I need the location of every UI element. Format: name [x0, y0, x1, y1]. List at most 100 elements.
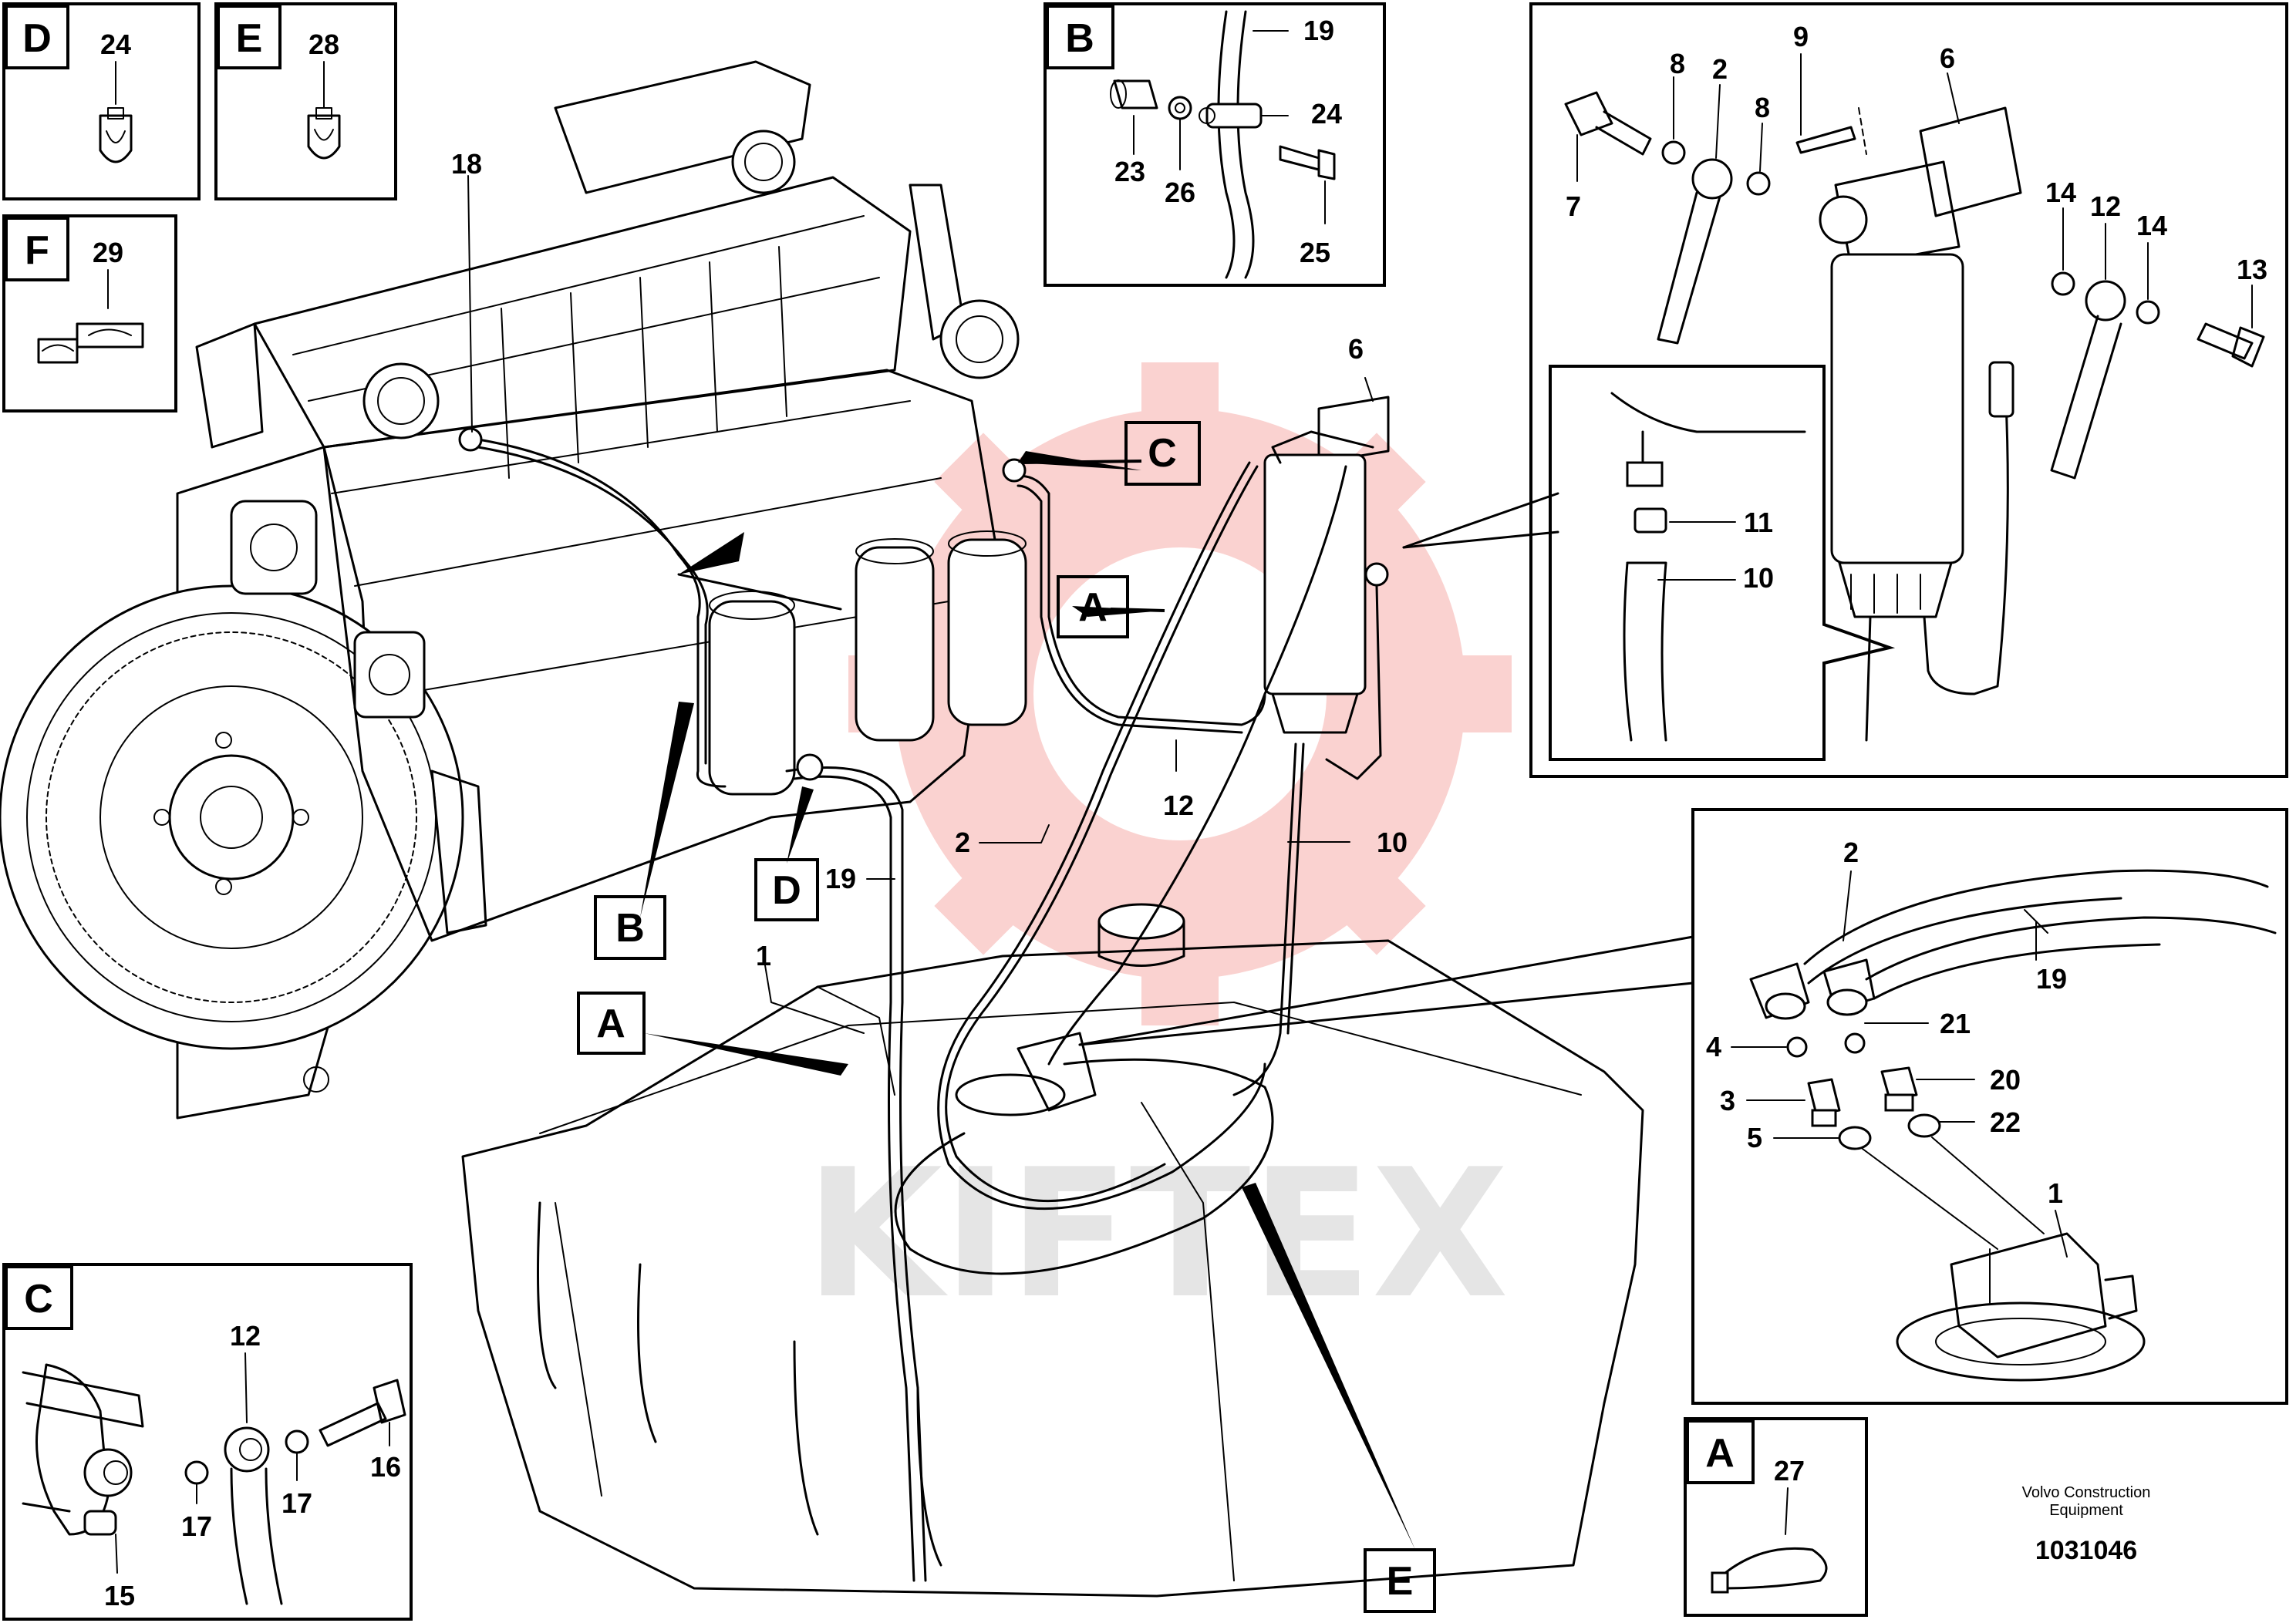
svg-text:17: 17: [282, 1487, 312, 1519]
svg-text:A: A: [1078, 585, 1108, 630]
arrow-D: [787, 786, 814, 864]
svg-text:E: E: [1387, 1559, 1414, 1604]
part-number-2: 2: [955, 827, 970, 858]
callout-D: D: [754, 858, 819, 921]
banjo-bolt-icon: [2197, 322, 2265, 368]
svg-text:26: 26: [1165, 177, 1195, 208]
callout-A-filter: A: [1057, 575, 1129, 638]
watermark-text: KIFTEX: [805, 1132, 1509, 1338]
fuel-filter-icon: [1819, 160, 2014, 742]
adapter-fitting-icon: [1880, 1066, 1918, 1112]
washer-icon: [285, 1429, 309, 1454]
cable-tie-icon: [1711, 1547, 1828, 1594]
banjo-fitting-icon: [1657, 158, 1733, 345]
svg-text:9: 9: [1793, 21, 1809, 52]
flywheel: [0, 446, 464, 1120]
hose-nut-icon: [1822, 958, 1876, 1016]
callout-C: C: [1124, 421, 1201, 486]
sub-inset-drain: 11 10: [1549, 365, 1896, 761]
arrow-B: [640, 702, 694, 918]
washer-icon: [1168, 96, 1192, 120]
svg-text:3: 3: [1720, 1085, 1735, 1116]
seal-ring-icon: [1907, 1113, 1941, 1138]
part-number-19: 19: [825, 863, 856, 894]
arrow-E: [1242, 1183, 1415, 1550]
svg-text:D: D: [22, 16, 52, 61]
filter-bracket-icon: [1919, 106, 2022, 217]
inset-A: A 27: [1684, 1417, 1868, 1617]
bolt-icon: [1279, 145, 1336, 180]
svg-text:21: 21: [1940, 1008, 1971, 1039]
washer-icon: [1746, 171, 1771, 196]
svg-text:1: 1: [2048, 1177, 2063, 1209]
clamp-icon: [99, 107, 133, 163]
hose-runs: [458, 427, 1347, 1582]
svg-text:D: D: [772, 868, 801, 913]
svg-text:27: 27: [1774, 1455, 1805, 1487]
engine-filters: [708, 530, 1027, 796]
inset-D: D 24: [2, 2, 201, 200]
clip-icon: [1199, 103, 1263, 129]
svg-text:2: 2: [1843, 837, 1859, 868]
part-number-12: 12: [1163, 790, 1194, 821]
svg-text:12: 12: [2090, 190, 2121, 222]
main-callout-numbers: 18 6 12 2 19 10 1: [451, 148, 1408, 971]
svg-text:19: 19: [1303, 15, 1334, 46]
arrow-A-to-engine: [679, 532, 744, 574]
banjo-fitting-icon: [224, 1426, 283, 1605]
inset-filter-exploded: 7 8 2 8 9 6: [1529, 2, 2288, 778]
svg-text:C: C: [1148, 431, 1177, 476]
svg-text:8: 8: [1755, 92, 1770, 123]
washer-icon: [2051, 271, 2075, 296]
svg-text:28: 28: [308, 29, 339, 60]
banjo-bolt-icon: [319, 1379, 406, 1447]
figure-caption: Volvo Construction Equipment 1031046: [2022, 1484, 2151, 1565]
svg-text:19: 19: [2036, 963, 2067, 995]
banjo-fitting-icon: [2050, 280, 2126, 480]
svg-text:23: 23: [1114, 156, 1145, 187]
svg-text:10: 10: [1743, 562, 1774, 594]
part-number-18: 18: [451, 148, 482, 180]
svg-text:14: 14: [2045, 177, 2076, 208]
callout-A-tank: A: [577, 992, 646, 1055]
inset-B: B 19 24 23 26 25: [1043, 2, 1386, 287]
svg-text:20: 20: [1990, 1064, 2021, 1096]
engine-illustration: [0, 60, 1027, 1120]
svg-text:24: 24: [1311, 98, 1342, 130]
o-ring-icon: [1786, 1036, 1808, 1058]
svg-text:17: 17: [181, 1510, 212, 1542]
caption-line-1: Volvo Construction: [2022, 1484, 2151, 1501]
main-leader-arrows: [467, 175, 1694, 1550]
part-number-1: 1: [756, 940, 771, 971]
svg-text:7: 7: [1566, 190, 1581, 222]
washer-icon: [184, 1460, 209, 1485]
svg-text:15: 15: [104, 1580, 135, 1611]
spacer-icon: [1110, 79, 1158, 109]
engine-block: [195, 60, 1020, 942]
svg-text:11: 11: [1744, 507, 1773, 538]
svg-text:29: 29: [93, 237, 123, 268]
caption-line-2: Equipment: [2049, 1502, 2123, 1519]
svg-text:14: 14: [2136, 210, 2167, 241]
svg-text:F: F: [25, 228, 49, 273]
banjo-bolt-icon: [1564, 91, 1652, 156]
pump-housing-icon: [22, 1363, 144, 1536]
clamp-icon: [307, 107, 341, 160]
svg-text:25: 25: [1300, 237, 1330, 268]
svg-text:B: B: [615, 906, 645, 951]
svg-text:12: 12: [230, 1320, 261, 1352]
seal-ring-icon: [1838, 1126, 1872, 1150]
svg-text:13: 13: [2237, 254, 2267, 285]
callout-B: B: [594, 895, 666, 960]
svg-text:4: 4: [1706, 1031, 1721, 1062]
washer-icon: [1661, 140, 1686, 165]
double-clamp-icon: [37, 322, 144, 364]
tank-unit-icon: [1896, 1232, 2146, 1382]
fuel-tank: [461, 903, 1644, 1598]
svg-text:22: 22: [1990, 1106, 2021, 1138]
svg-text:5: 5: [1747, 1122, 1762, 1153]
svg-text:A: A: [596, 1002, 625, 1046]
svg-text:2: 2: [1712, 53, 1728, 85]
svg-text:6: 6: [1940, 42, 1955, 74]
